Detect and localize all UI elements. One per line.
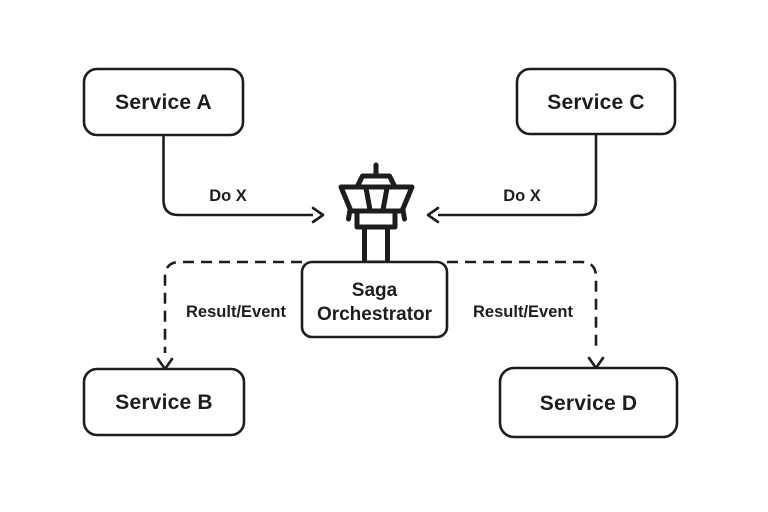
tower-cab-divider-right bbox=[380, 185, 390, 213]
tower-column bbox=[362, 224, 390, 266]
tower-cab bbox=[338, 184, 415, 214]
service-d-box bbox=[498, 366, 679, 439]
edge-orchestrator-to-b: Result/Event bbox=[156, 260, 302, 371]
edge-c-to-orchestrator: Do X bbox=[426, 134, 598, 224]
arrowhead-left-icon bbox=[426, 206, 440, 224]
tower-cab-divider-left bbox=[363, 185, 373, 213]
orchestrator-label-line2: Orchestrator bbox=[317, 304, 433, 325]
service-c-box bbox=[515, 67, 677, 136]
edge-label-do-x-right: Do X bbox=[503, 187, 541, 205]
service-c-label: Service C bbox=[547, 91, 645, 114]
edge-line bbox=[438, 134, 598, 217]
orchestrator-label-line1: Saga bbox=[352, 280, 398, 301]
service-b-box bbox=[82, 367, 246, 437]
edge-label-result-event-left: Result/Event bbox=[186, 303, 286, 321]
service-a-label: Service A bbox=[115, 91, 212, 114]
node-service-a: Service A bbox=[82, 67, 245, 137]
node-saga-orchestrator: Saga Orchestrator bbox=[300, 260, 449, 339]
arrowhead-down-icon bbox=[587, 356, 605, 370]
arrowhead-down-icon bbox=[156, 357, 174, 371]
node-service-d: Service D bbox=[498, 366, 679, 439]
edge-line bbox=[163, 260, 302, 353]
service-d-label: Service D bbox=[540, 392, 638, 415]
edge-line bbox=[447, 260, 598, 352]
edge-orchestrator-to-d: Result/Event bbox=[447, 260, 605, 370]
service-a-box bbox=[82, 67, 245, 137]
edge-label-result-event-right: Result/Event bbox=[473, 303, 573, 321]
tower-roof bbox=[354, 173, 398, 190]
node-service-c: Service C bbox=[515, 67, 677, 136]
service-b-label: Service B bbox=[115, 391, 213, 414]
arrowhead-right-icon bbox=[311, 206, 325, 224]
control-tower-icon bbox=[338, 162, 415, 266]
orchestrator-box bbox=[300, 260, 449, 339]
edge-line bbox=[162, 135, 313, 217]
node-service-b: Service B bbox=[82, 367, 246, 437]
edge-a-to-orchestrator: Do X bbox=[162, 135, 325, 224]
edge-label-do-x-left: Do X bbox=[209, 187, 247, 205]
